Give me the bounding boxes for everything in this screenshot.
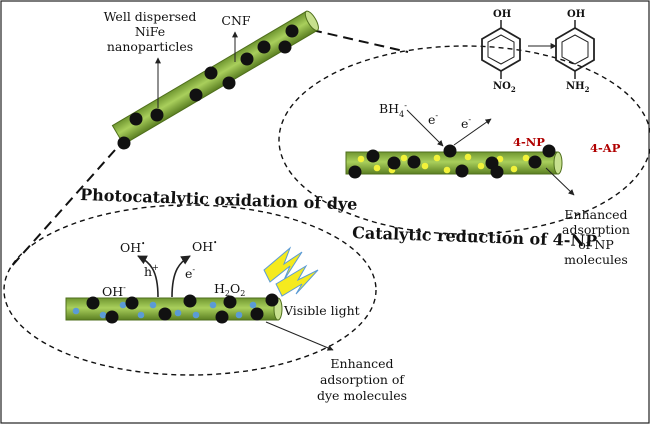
- label-dispersed-2: NiFe: [135, 24, 165, 39]
- arrow-to-enh-dye: [265, 321, 334, 351]
- arrow-h-plus-curve: [137, 255, 159, 298]
- label-bh4: BH4-: [379, 101, 407, 119]
- arrow-bh4-to-fiber: [406, 109, 444, 147]
- top-fiber-particles: [117, 24, 299, 150]
- label-oh-radical-left: OH•: [120, 240, 145, 255]
- label-e-1: e-: [428, 111, 438, 127]
- nitro-oh-label: OH: [493, 9, 511, 20]
- nitrophenol-molecule: OH NO2: [481, 9, 521, 94]
- label-dispersed-1: Well dispersed: [104, 9, 197, 24]
- arrow-to-enh-np: [545, 167, 575, 196]
- arrow-e-curve: [171, 255, 191, 298]
- arrow-fiber-to-np: [453, 118, 492, 146]
- photocatalytic-zone: [3, 204, 377, 376]
- zoom-line-top: [311, 29, 409, 53]
- label-enh-dye-2: adsorption of: [320, 372, 405, 387]
- label-4ap: 4-AP: [590, 141, 621, 155]
- title-photocatalytic: Photocatalytic oxidation of dye: [80, 185, 358, 214]
- label-e-photo: e-: [185, 265, 195, 281]
- no2-label: NO2: [493, 81, 516, 94]
- label-visible-light: Visible light: [283, 303, 360, 318]
- label-enh-np-4: molecules: [564, 252, 628, 267]
- label-enh-np-1: Enhanced: [564, 207, 627, 222]
- label-enh-dye-3: dye molecules: [317, 388, 407, 403]
- bottom-fiber-dye-dots: [72, 301, 257, 319]
- right-fiber-np-dots: [357, 153, 530, 174]
- label-cnf: CNF: [221, 13, 251, 28]
- label-enh-np-3: of NP: [578, 237, 613, 252]
- label-e-2: e-: [461, 115, 471, 131]
- right-cnf-fiber: [345, 151, 563, 175]
- label-h-plus: h+: [144, 263, 159, 279]
- catalytic-zone: [278, 45, 650, 235]
- label-enh-np-2: adsorption: [562, 222, 630, 237]
- label-4np: 4-NP: [513, 135, 545, 149]
- bottom-fiber-particles: [86, 293, 279, 324]
- label-enh-dye-1: Enhanced: [330, 356, 393, 371]
- label-oh-minus: OH-: [102, 283, 126, 299]
- label-h2o2: H2O2: [214, 281, 245, 298]
- label-dispersed-3: nanoparticles: [107, 39, 193, 54]
- title-catalytic: Catalytic reduction of 4-NP: [352, 223, 598, 251]
- right-fiber-particles: [348, 144, 556, 179]
- nh2-label: NH2: [566, 81, 590, 94]
- aminophenol-molecule: OH NH2: [555, 9, 595, 94]
- label-oh-radical-right: OH•: [192, 239, 217, 254]
- amino-oh-label: OH: [567, 9, 585, 20]
- lightning-icon: [263, 246, 319, 297]
